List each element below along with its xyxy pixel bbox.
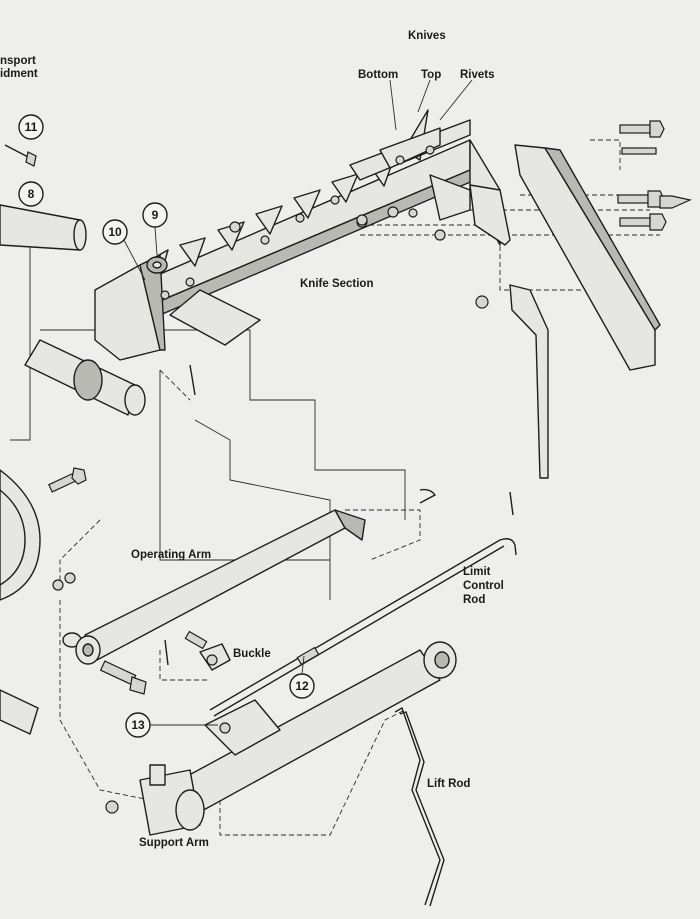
callout-8-text: 8 xyxy=(28,187,35,201)
support-arm xyxy=(105,641,457,836)
leader-lines xyxy=(389,79,473,131)
callout-13: 13 xyxy=(125,712,218,738)
callout-10-text: 10 xyxy=(108,225,122,239)
hardware-right xyxy=(356,120,692,309)
label-operating-arm: Operating Arm xyxy=(131,549,211,561)
label-buckle: Buckle xyxy=(233,648,271,660)
callout-13-text: 13 xyxy=(131,718,145,732)
label-lift-rod: Lift Rod xyxy=(427,778,470,790)
bolt-11 xyxy=(4,144,37,167)
callout-11: 11 xyxy=(18,114,44,140)
operating-arm xyxy=(75,509,366,695)
label-transport-line1: nsport xyxy=(0,55,36,67)
callout-12-text: 12 xyxy=(295,679,309,693)
mounting-plates xyxy=(469,144,661,479)
label-top: Top xyxy=(421,69,441,81)
callout-9-text: 9 xyxy=(152,208,159,222)
label-transport-line2: idment xyxy=(0,68,38,80)
callout-11-text: 11 xyxy=(25,120,38,134)
lift-rod xyxy=(394,706,445,907)
label-control: Control xyxy=(463,580,504,592)
knife-section xyxy=(94,109,501,361)
callout-8: 8 xyxy=(18,181,44,207)
callout-12: 12 xyxy=(289,655,315,699)
drive-shaft xyxy=(0,204,146,735)
label-rod: Rod xyxy=(463,594,485,606)
limit-control-rod xyxy=(209,538,517,717)
callout-9: 9 xyxy=(142,202,168,256)
label-knife-section: Knife Section xyxy=(300,278,373,290)
label-bottom: Bottom xyxy=(358,69,398,81)
bolt-pulley xyxy=(48,467,87,648)
label-limit: Limit xyxy=(463,566,491,578)
label-support-arm: Support Arm xyxy=(139,837,209,849)
callout-10: 10 xyxy=(102,219,146,281)
pins xyxy=(164,364,514,666)
label-rivets: Rivets xyxy=(460,69,495,81)
label-knives: Knives xyxy=(408,30,446,42)
buckle xyxy=(184,630,231,671)
